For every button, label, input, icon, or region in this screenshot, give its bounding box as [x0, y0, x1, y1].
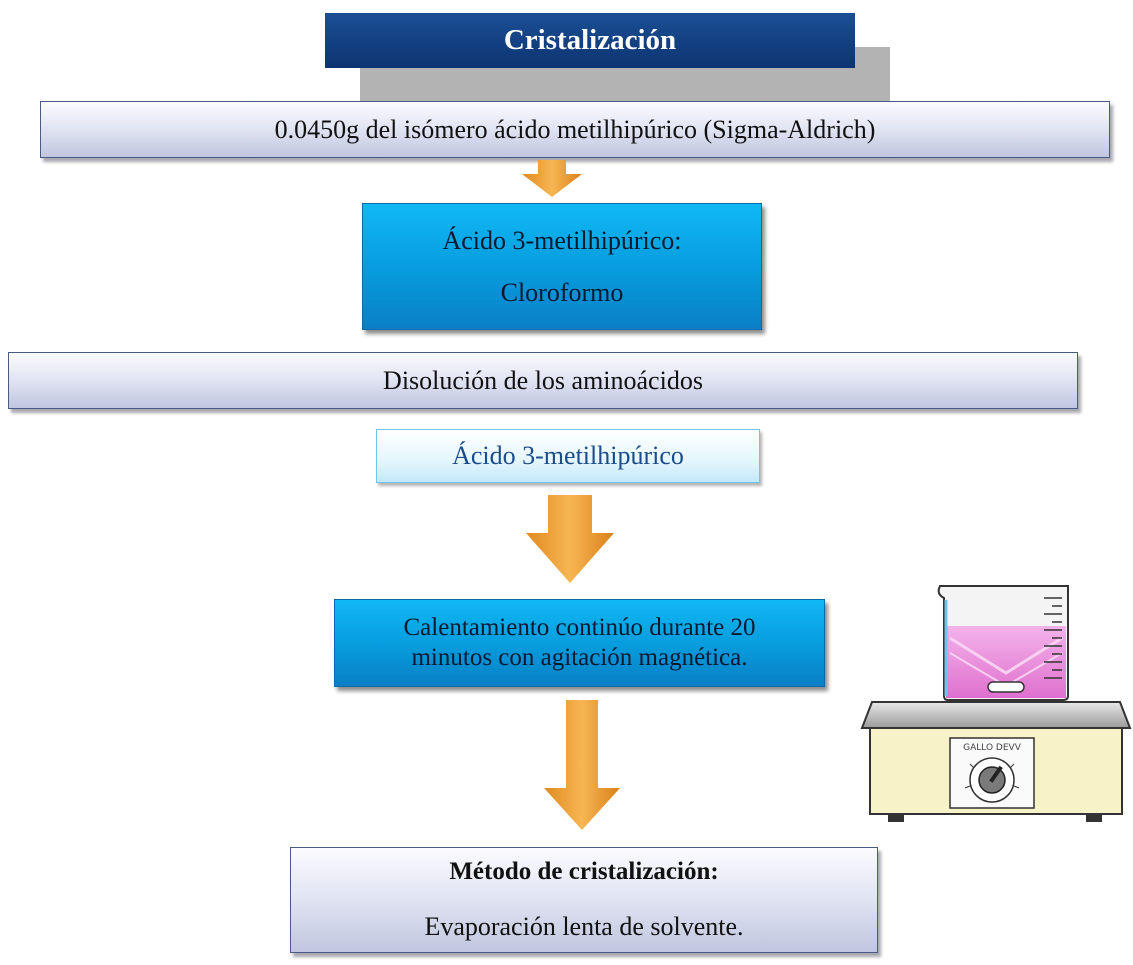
method-heading: Método de cristalización:: [449, 858, 719, 885]
method-detail: Evaporación lenta de solvente.: [424, 912, 744, 941]
hotplate-beaker-icon: GALLO DEVV: [860, 585, 1132, 822]
page-title: Cristalización: [325, 13, 855, 68]
solvent-box-line1: Ácido 3-metilhipúrico:: [442, 225, 682, 255]
sample-step-bar: 0.0450g del isómero ácido metilhipúrico …: [40, 101, 1110, 158]
heating-box: Calentamiento continúo durante 20 minuto…: [334, 599, 825, 687]
method-box: Método de cristalización: Evaporación le…: [290, 847, 878, 953]
heating-box-line1: Calentamiento continúo durante 20: [403, 614, 756, 641]
compound-box: Ácido 3-metilhipúrico: [376, 429, 760, 483]
solvent-box: Ácido 3-metilhipúrico: Cloroformo: [362, 203, 762, 330]
heating-box-line2: minutos con agitación magnética.: [411, 644, 748, 671]
down-arrow-icon: [544, 700, 620, 830]
dissolution-bar: Disolución de los aminoácidos: [8, 352, 1078, 409]
down-arrow-icon: [526, 495, 614, 583]
solvent-box-line2: Cloroformo: [500, 277, 624, 307]
down-arrow-icon: [522, 160, 582, 197]
hotplate-label: GALLO DEVV: [963, 743, 1022, 753]
